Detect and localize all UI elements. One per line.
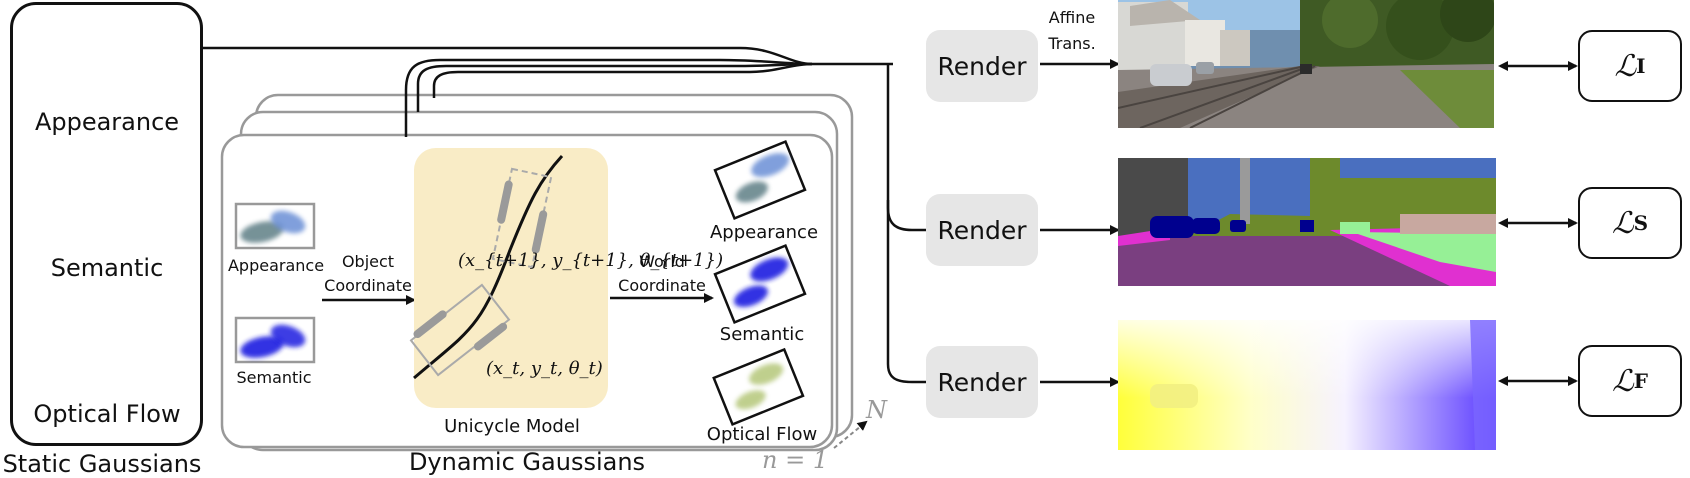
car-pose-t <box>409 283 511 377</box>
dynamic-gaussians-caption: Dynamic Gaussians <box>408 448 646 476</box>
pose-next-label: (x_{t+1}, y_{t+1}, θ_{t+1}) <box>458 250 724 271</box>
world-coordinate-line1: World <box>639 252 685 271</box>
affine-label-line1: Affine <box>1048 8 1096 27</box>
world-coordinate-line2: Coordinate <box>618 276 706 295</box>
loss-flow-sub: F <box>1633 369 1648 393</box>
static-semantic-label: Semantic <box>50 254 164 282</box>
affine-label-line2: Trans. <box>1048 34 1096 53</box>
stack-start-label: n = 1 <box>762 446 829 474</box>
car-pose-t1 <box>491 167 553 269</box>
static-gaussians-caption: Static Gaussians <box>2 450 202 478</box>
loss-semantic-symbol: ℒ <box>1611 205 1634 241</box>
loss-semantic-sub: S <box>1633 211 1649 235</box>
dynamic-line-1 <box>404 58 813 137</box>
input-appearance-label: Appearance <box>227 256 325 275</box>
loss-image-symbol: ℒ <box>1614 48 1637 84</box>
loss-image-sub: I <box>1636 54 1646 78</box>
input-semantic-label: Semantic <box>236 368 312 387</box>
trajectory-curve <box>413 154 564 380</box>
branch-to-render-2 <box>886 64 926 232</box>
output-appearance-label: Appearance <box>709 222 819 243</box>
output-semantic-label: Semantic <box>719 324 805 345</box>
render-box-rgb: Render <box>926 30 1038 102</box>
rendered-optical-flow-image <box>1118 320 1496 450</box>
dynamic-line-2 <box>416 62 813 112</box>
object-coordinate-line2: Coordinate <box>324 276 412 295</box>
render-box-flow: Render <box>926 346 1038 418</box>
unicycle-model-panel <box>414 148 608 408</box>
output-flow-label: Optical Flow <box>706 424 818 445</box>
rendered-rgb-image <box>1118 0 1494 128</box>
static-appearance-label: Appearance <box>34 108 180 136</box>
object-coordinate-line1: Object <box>341 252 395 271</box>
rendered-semantic-image <box>1118 158 1496 286</box>
render-box-semantic: Render <box>926 194 1038 266</box>
static-gaussians-panel <box>10 2 203 446</box>
pose-current-label: (x_t, y_t, θ_t) <box>486 358 603 379</box>
branch-to-render-3 <box>886 200 926 384</box>
static-flow-label: Optical Flow <box>33 400 181 428</box>
output-appearance-box <box>713 140 807 220</box>
static-to-render-line <box>203 46 893 66</box>
loss-flow-symbol: ℒ <box>1612 363 1634 399</box>
dynamic-line-3 <box>432 62 813 98</box>
unicycle-model-label: Unicycle Model <box>444 416 580 437</box>
output-semantic-box <box>713 244 807 324</box>
output-flow-box <box>712 347 805 426</box>
stack-end-label: N <box>866 396 887 424</box>
